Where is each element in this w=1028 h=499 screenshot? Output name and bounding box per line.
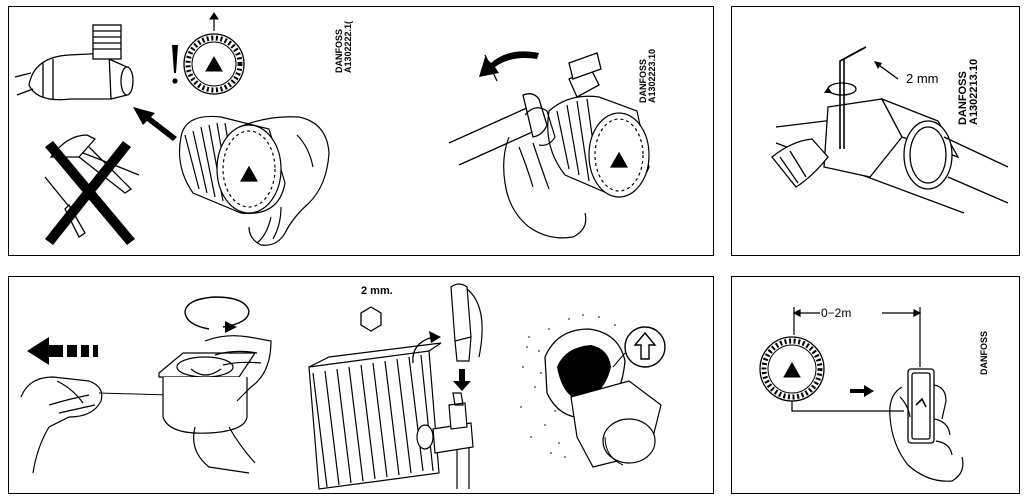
dial-icon bbox=[184, 13, 244, 94]
radiator-icon bbox=[309, 343, 441, 489]
valve-icon bbox=[433, 393, 473, 489]
panel-bottom-right: 0−2m DANFOSS bbox=[731, 276, 1020, 494]
hexagon-icon bbox=[361, 307, 381, 331]
distance-label: 0−2m bbox=[821, 306, 851, 320]
dial-icon bbox=[760, 337, 824, 401]
dimension-label: 2 mm. bbox=[361, 285, 393, 297]
thermostat-mounting-illustration bbox=[9, 7, 714, 256]
code-label-2: DANFOSS A1302223.10 bbox=[639, 49, 657, 103]
code-label-4: DANFOSS bbox=[980, 331, 989, 375]
arrow-right-icon bbox=[850, 385, 874, 397]
sensor-icon bbox=[451, 284, 482, 361]
hand-icon bbox=[21, 377, 169, 473]
rotate-arrow-icon bbox=[185, 297, 249, 329]
rotate-arrow-icon bbox=[479, 51, 539, 77]
arrow-left-icon bbox=[133, 107, 177, 141]
remote-sensor-illustration bbox=[9, 277, 714, 494]
arrow-down-icon bbox=[453, 369, 471, 391]
panel-top-right: 2 mm DANFOSS A1302213.10 bbox=[731, 6, 1020, 256]
sensor-icon bbox=[159, 353, 255, 433]
rotate-arrow-icon bbox=[828, 83, 856, 95]
panel-bottom-left: 2 mm. bbox=[8, 276, 714, 494]
code-label-1: DANFOSS A1302222.1( bbox=[335, 21, 353, 73]
thermostat-head bbox=[180, 116, 286, 213]
code-brand: DANFOSS bbox=[980, 331, 989, 375]
valve-icon bbox=[15, 25, 133, 100]
remote-range-illustration bbox=[732, 277, 1020, 494]
dimension-label: 2 mm bbox=[906, 71, 939, 86]
arrow-up-icon bbox=[613, 327, 665, 367]
thermostat-head-mounted bbox=[548, 96, 649, 197]
allen-key-adjustment-illustration bbox=[732, 7, 1020, 256]
code-number: A1302223.10 bbox=[648, 49, 657, 103]
exclamation-icon bbox=[172, 45, 178, 84]
code-number: A1302222.1( bbox=[344, 21, 353, 73]
code-label-3: DANFOSS A1302213.10 bbox=[958, 59, 980, 125]
arrow-left-icon bbox=[27, 337, 98, 365]
panel-top-left: DANFOSS A1302222.1( DANFOSS A1302223.10 bbox=[8, 6, 714, 256]
remote-control-icon bbox=[908, 369, 934, 443]
code-number: A1302213.10 bbox=[969, 59, 980, 125]
